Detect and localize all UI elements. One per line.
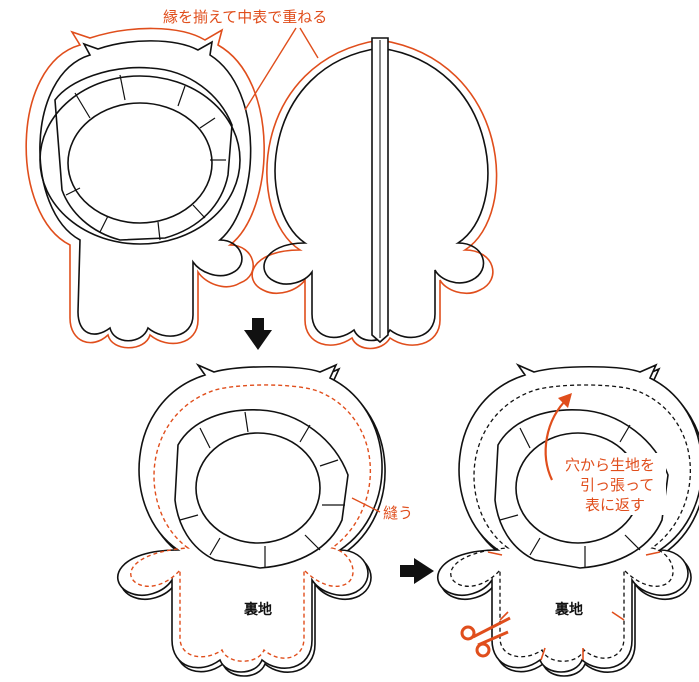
bottom-left-fold-band: [174, 409, 349, 569]
top-left-piece: [25, 27, 265, 349]
sew-label: 縫う: [383, 504, 413, 522]
bottom-right-stitch-line: [450, 384, 691, 662]
top-left-rim-outer: [39, 75, 241, 245]
bottom-right-pleats: [499, 424, 659, 568]
turn-instruction-line1: 穴から生地を: [565, 456, 655, 474]
turn-arrow-head: [558, 393, 572, 408]
top-left-fold-band: [54, 66, 233, 241]
bottom-right-piece: [437, 363, 699, 677]
bottom-left-pleats: [179, 411, 345, 568]
top-right-piece: [251, 37, 498, 350]
top-left-pleats: [65, 74, 226, 241]
back-fabric-label-left: 裏地: [243, 601, 272, 618]
arrow-right-icon: [400, 558, 434, 584]
bottom-left-stitch-line: [130, 384, 371, 662]
arrow-down-icon: [244, 318, 272, 350]
bottom-left-piece: [117, 363, 386, 677]
turn-arrow: [544, 397, 569, 481]
back-fabric-label-right: 裏地: [554, 601, 583, 618]
bottom-left-face-hole: [195, 432, 321, 544]
top-left-outline: [39, 40, 252, 342]
turn-instruction-line2: 引っ張って: [580, 476, 654, 494]
turn-instruction-line3: 表に返す: [585, 496, 645, 514]
sew-pointer: [351, 497, 381, 513]
scissors-icon: [460, 616, 511, 658]
pointer-line-right: [299, 27, 319, 59]
top-left-face-hole: [67, 102, 213, 224]
top-instruction-label: 縁を揃えて中表で重ねる: [163, 8, 327, 26]
top-left-cut-line: [25, 27, 265, 349]
clip-notches: [487, 551, 661, 661]
pointer-line-left: [244, 27, 297, 111]
